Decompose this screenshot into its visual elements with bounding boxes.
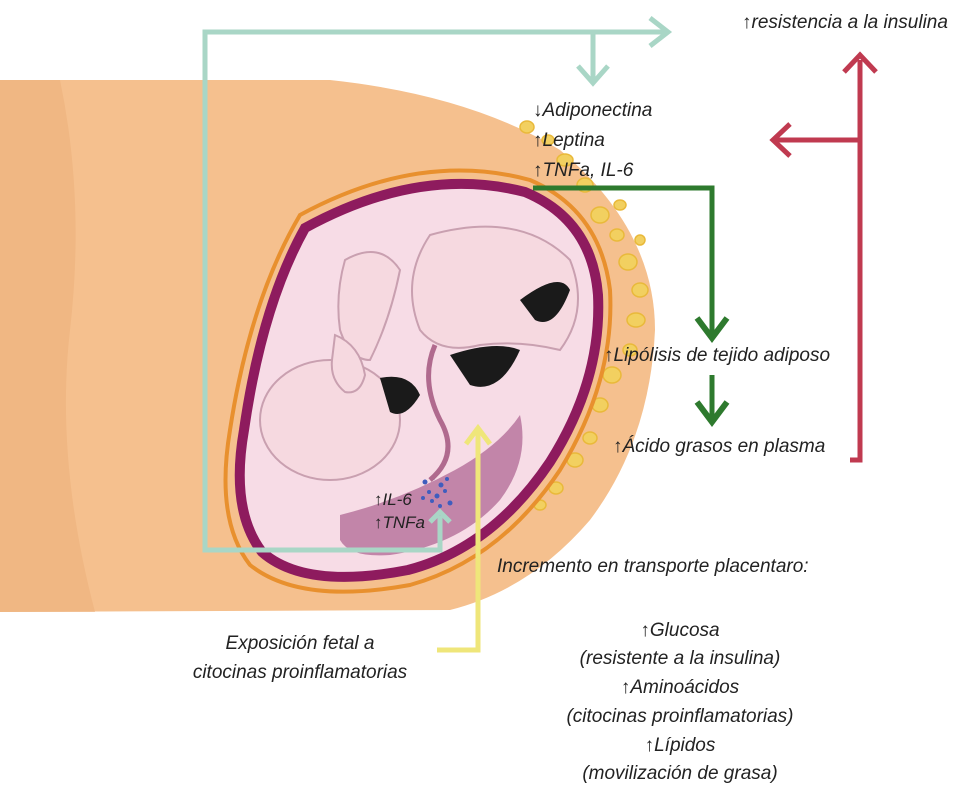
glucose-note: (resistente a la insulina) — [520, 648, 840, 670]
fatty-acids-label: ↑Ácido grasos en plasma — [613, 436, 825, 458]
placenta-tnfa-label: ↑TNFa — [374, 513, 425, 533]
placental-transport-title: Incremento en transporte placentaro: — [497, 556, 809, 578]
adiponectin-label: ↓Adiponectina — [533, 100, 652, 122]
lipids-note: (movilización de grasa) — [520, 763, 840, 785]
fetal-exposure-label-line2: citocinas proinflamatorias — [175, 662, 425, 684]
insulin-resistance-label: ↑resistencia a la insulina — [742, 12, 948, 34]
leptin-label: ↑Leptina — [533, 130, 605, 152]
amino-acids-label: ↑Aminoácidos — [520, 677, 840, 699]
insulin-arrow-path — [850, 60, 860, 460]
lipids-label: ↑Lípidos — [520, 735, 840, 757]
glucose-label: ↑Glucosa — [520, 620, 840, 642]
fetal-exposure-label-line1: Exposición fetal a — [175, 633, 425, 655]
lipolysis-label: ↑Lipólisis de tejido adiposo — [604, 345, 830, 367]
amino-acids-note: (citocinas proinflamatorias) — [520, 706, 840, 728]
placenta-il6-label: ↑IL-6 — [374, 490, 412, 510]
tnfa-il6-label: ↑TNFa, IL-6 — [533, 160, 633, 182]
